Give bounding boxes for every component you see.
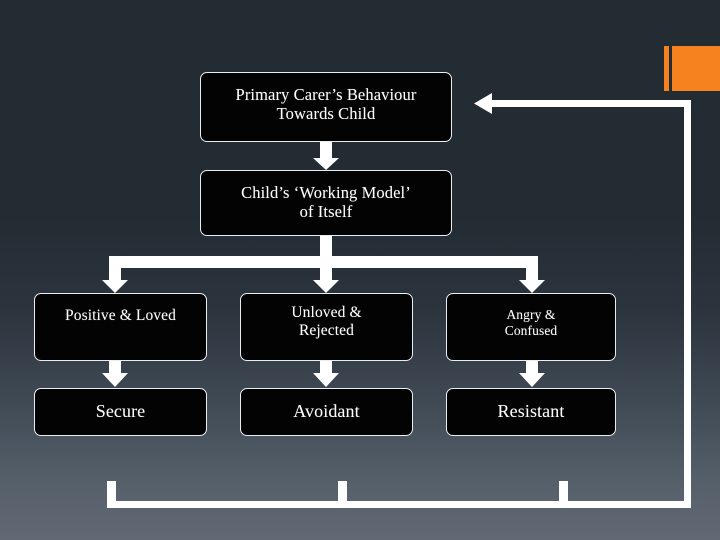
node-line-1: Child’s ‘Working Model’ xyxy=(241,183,411,202)
node-line-2: Rejected xyxy=(298,322,355,340)
connector-split-to-unloved xyxy=(313,268,339,293)
orange-accent-thin-bar xyxy=(664,46,669,91)
node-feeling-angry-confused[interactable]: Angry & Confused xyxy=(446,293,616,361)
connector-unloved-to-avoidant xyxy=(313,361,339,387)
connector-angry-to-resistant xyxy=(519,361,545,387)
node-outcome-resistant[interactable]: Resistant xyxy=(446,388,616,436)
connector-carer-to-model xyxy=(313,142,339,170)
node-outcome-avoidant[interactable]: Avoidant xyxy=(240,388,413,436)
connector-split-bar xyxy=(109,256,538,280)
node-outcome-secure[interactable]: Secure xyxy=(34,388,207,436)
orange-accent-block xyxy=(672,46,720,91)
node-label: Secure xyxy=(95,401,146,422)
node-label: Avoidant xyxy=(293,401,360,422)
connector-split-to-angry xyxy=(519,268,545,293)
connector-model-to-split xyxy=(320,236,332,263)
connector-positive-to-secure xyxy=(102,361,128,387)
node-line-1: Angry & xyxy=(506,307,556,322)
node-line-1: Positive & Loved xyxy=(65,307,176,324)
node-line-1: Primary Carer’s Behaviour xyxy=(235,85,417,104)
node-label: Resistant xyxy=(497,401,565,422)
node-line-2: of Itself xyxy=(299,202,353,222)
node-working-model[interactable]: Child’s ‘Working Model’ of Itself xyxy=(200,170,452,236)
node-feeling-positive-loved[interactable]: Positive & Loved xyxy=(34,293,207,361)
node-line-2: Towards Child xyxy=(276,104,376,124)
node-feeling-unloved-rejected[interactable]: Unloved & Rejected xyxy=(240,293,413,361)
connector-split-to-positive xyxy=(102,268,128,293)
node-line-2: Confused xyxy=(504,322,558,338)
node-line-1: Unloved & xyxy=(291,304,362,321)
node-primary-carer-behaviour[interactable]: Primary Carer’s Behaviour Towards Child xyxy=(200,72,452,142)
